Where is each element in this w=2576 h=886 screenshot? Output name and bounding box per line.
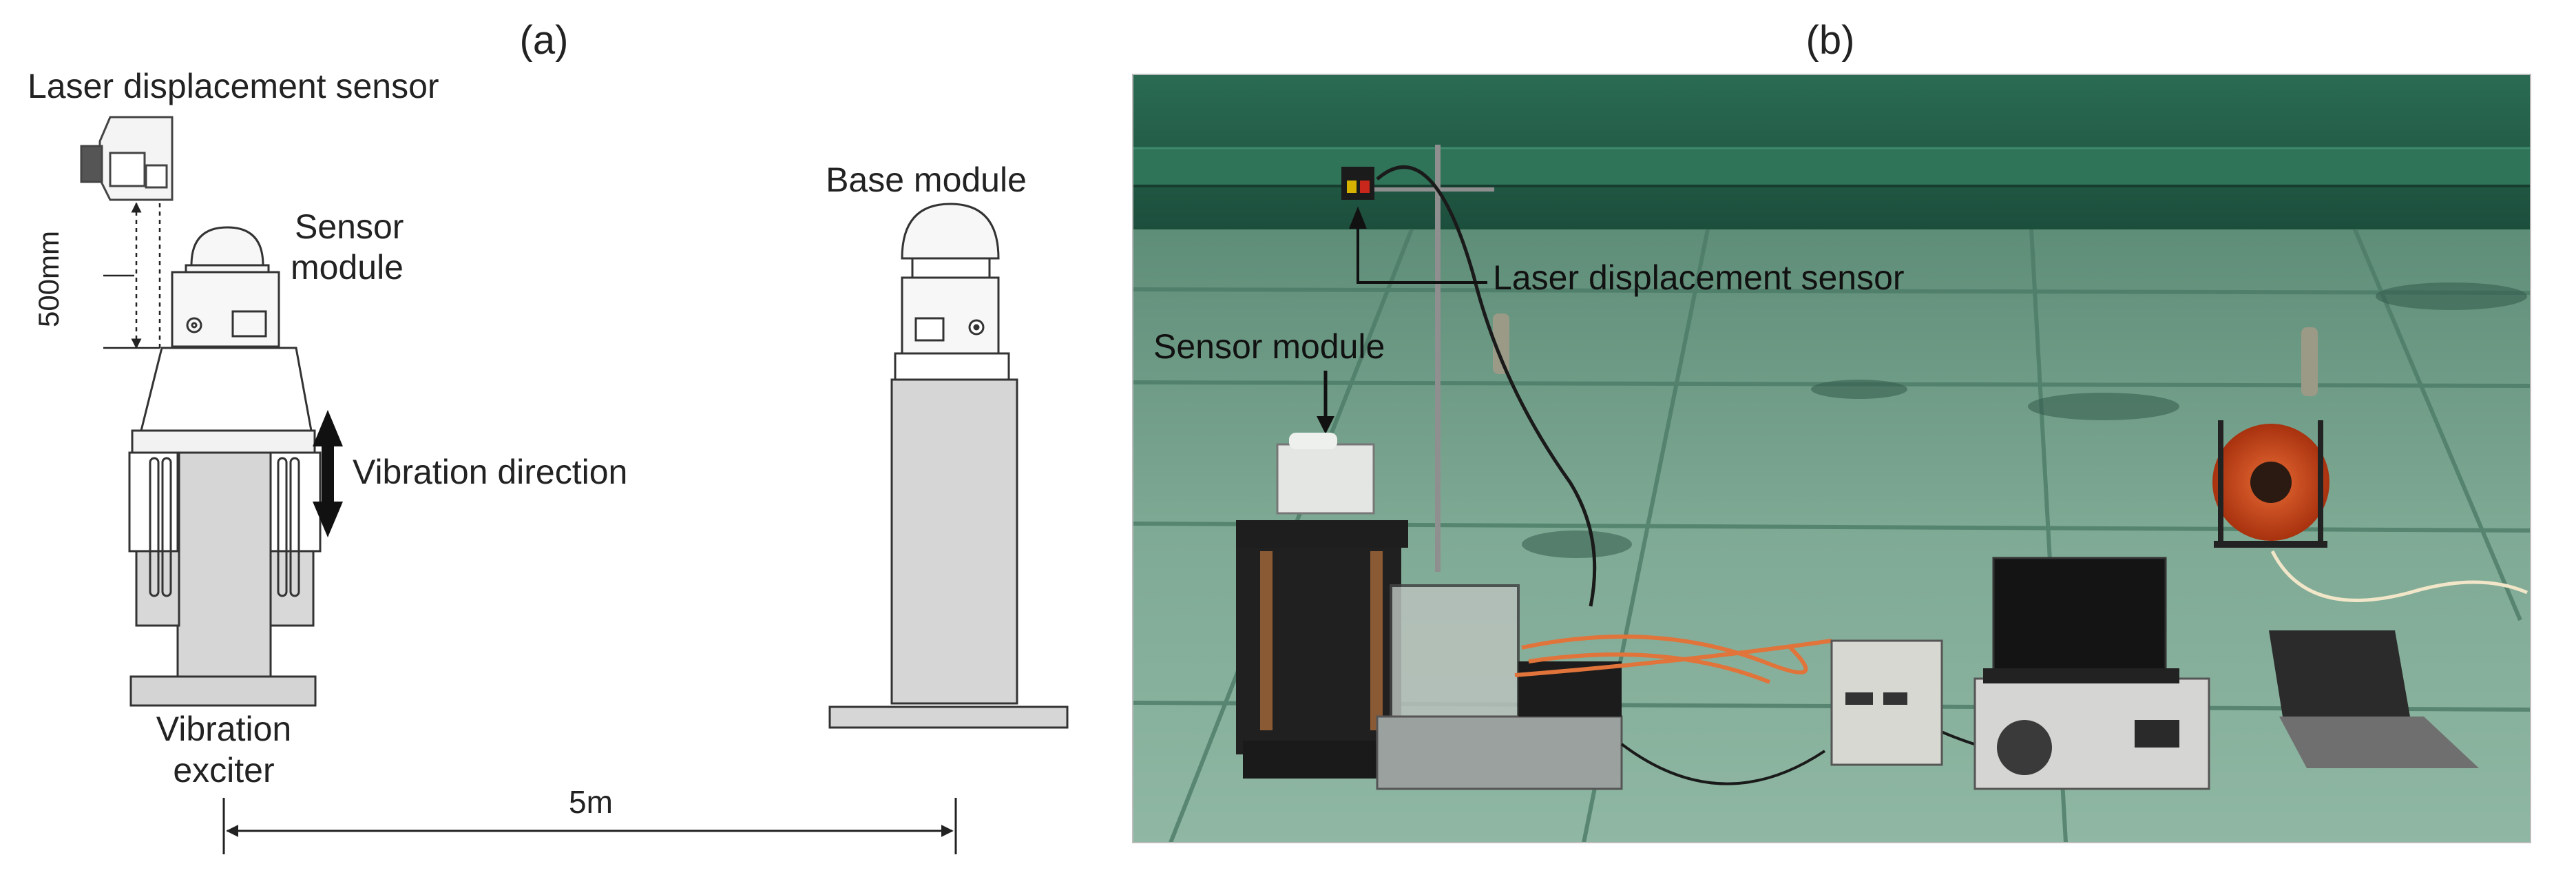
base-module-icon: [828, 203, 1069, 729]
vibration-exciter-label-line1: Vibration: [156, 710, 291, 748]
sensor-module-callout: [1317, 371, 1334, 434]
vertical-dimension: [103, 202, 161, 349]
sensor-module-icon: [171, 226, 280, 348]
base-module-label: Base module: [826, 161, 1027, 199]
horizontal-dimension: [222, 798, 957, 854]
vibration-exciter-label-line2: exciter: [173, 751, 274, 790]
sensor-module-label-line1: Sensor: [295, 207, 404, 246]
panel-a-label: (a): [520, 18, 569, 63]
vibration-exciter-icon: [128, 347, 322, 707]
field-photo: Laser displacement sensor Sensor module: [1132, 74, 2531, 844]
case-photo: [1376, 584, 1623, 790]
laser-sensor-callout: [1349, 206, 1487, 284]
distance-5m: 5m: [569, 784, 613, 820]
exciter-photo: [1236, 433, 1408, 779]
laser-sensor-photo-label: Laser displacement sensor: [1493, 258, 1905, 297]
vibration-direction-label: Vibration direction: [353, 453, 627, 491]
laser-sensor-stand: [1341, 145, 1597, 607]
laptop-photo: [2269, 630, 2479, 768]
sensor-module-label-line2: module: [291, 248, 404, 287]
controller-photo: [1830, 639, 1943, 766]
vibration-direction-arrow: [313, 410, 343, 537]
cables-photo: [1514, 635, 1832, 684]
laser-sensor-label: Laser displacement sensor: [28, 67, 439, 105]
panel-a: (a) Laser displacement sensor 500mm: [28, 18, 1069, 854]
distance-500mm: 500mm: [32, 231, 65, 327]
amplifier-photo: [1973, 557, 2210, 790]
panel-b-label: (b): [1806, 18, 1855, 63]
laser-sensor-icon: [80, 116, 174, 201]
panel-b: (b): [1132, 18, 2531, 844]
cable-reel-photo: [2212, 420, 2528, 602]
sensor-module-photo-label: Sensor module: [1153, 327, 1385, 366]
